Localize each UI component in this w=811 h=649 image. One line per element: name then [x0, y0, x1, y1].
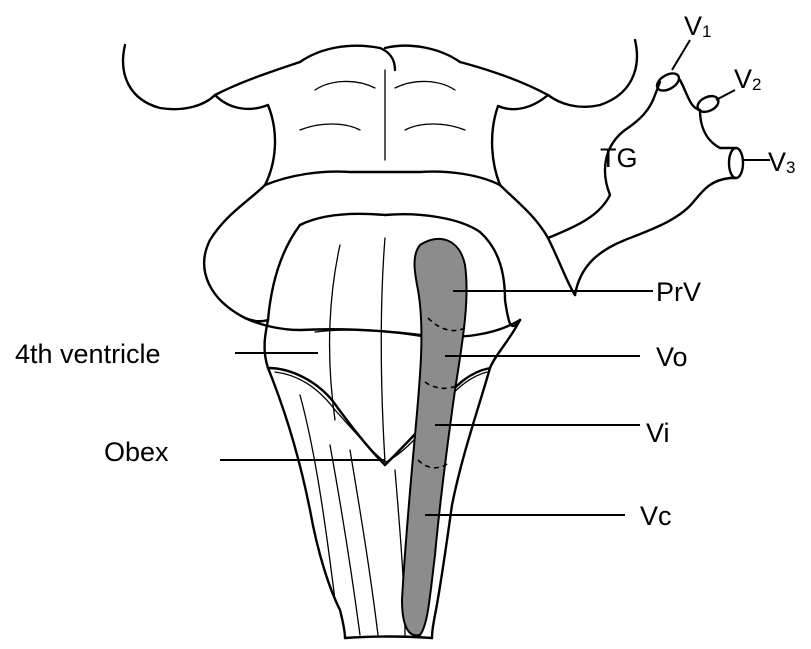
v1-label: V1 [684, 11, 711, 41]
ventricle-label: 4th ventricle [15, 339, 161, 369]
v2-leader [716, 90, 735, 100]
v3-label: V3 [768, 147, 795, 177]
vo-label: Vo [656, 342, 688, 372]
vi-label: Vi [646, 418, 670, 448]
prv-label: PrV [656, 277, 701, 307]
obex-label: Obex [104, 437, 169, 467]
tg-label: TG [600, 143, 638, 173]
v2-label: V2 [734, 64, 761, 94]
top-outline [123, 40, 637, 160]
vc-label: Vc [640, 501, 672, 531]
pons-outline [204, 95, 575, 321]
v1-leader [672, 40, 690, 70]
trigeminal-nerve [548, 70, 743, 295]
